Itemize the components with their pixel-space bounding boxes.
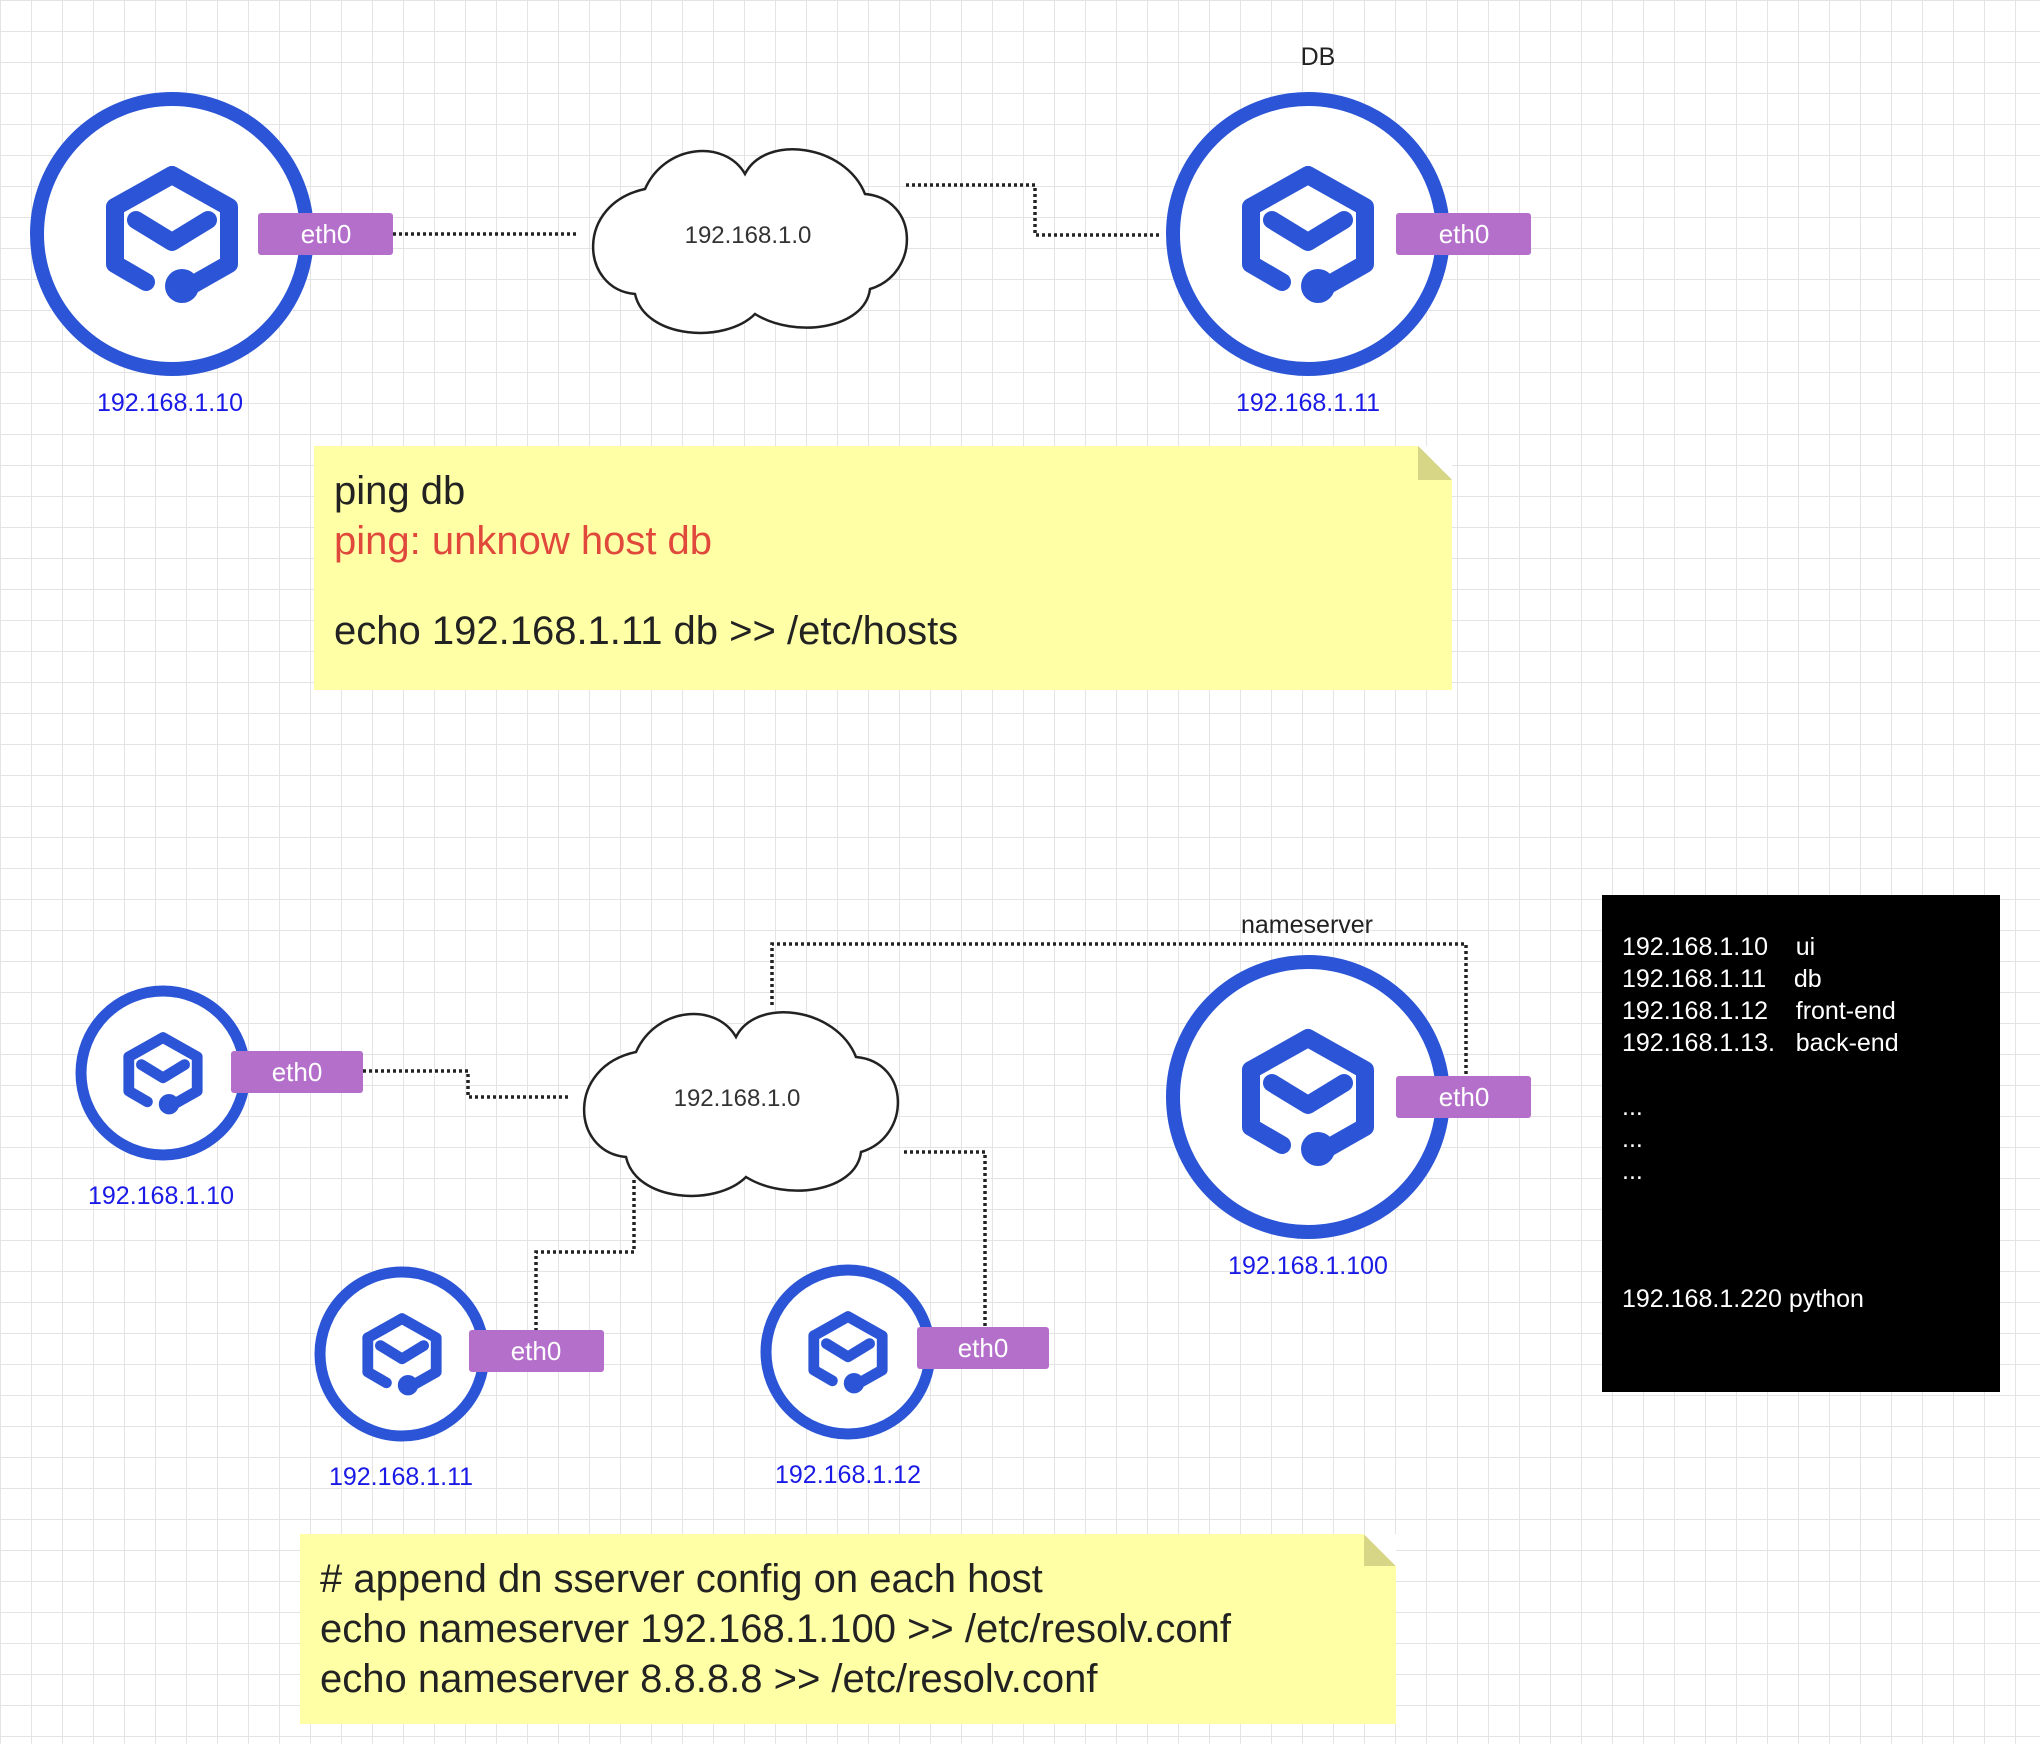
hosts-entry: 192.168.1.11 db [1622,965,1822,993]
host-ip-label: 192.168.1.12 [775,1461,921,1489]
top-network-cloud: 192.168.1.0 [591,148,909,335]
host-ip-label: 192.168.1.11 [1236,389,1380,417]
network-label: 192.168.1.0 [674,1085,801,1112]
eth0-badge [231,1051,363,1093]
eth0-badge [469,1330,604,1372]
hosts-entry [1622,1251,2000,1283]
host-ip-label: 192.168.1.100 [1228,1252,1388,1280]
hosts-entry: 192.168.1.10 ui [1622,933,1816,961]
db-title: DB [1301,43,1336,71]
nameserver-label: nameserver [1241,911,1373,939]
resolv-conf-note: # append dn sserver config on each host … [300,1534,1396,1724]
hosts-entry: ... [1622,1125,1643,1153]
eth0-label: eth0 [958,1333,1009,1363]
bottom-host-11[interactable]: eth0 192.168.1.11 [314,1266,604,1491]
note-line-ping: ping db [334,469,466,513]
bottom-host-10[interactable]: eth0 192.168.1.10 [75,985,363,1210]
bottom-host-12[interactable]: eth0 192.168.1.12 [760,1264,1049,1489]
hosts-entry: 192.168.1.220 python [1622,1285,1864,1313]
host-ip-label: 192.168.1.10 [97,389,243,417]
eth0-badge [1396,1076,1531,1118]
note-line-blank [334,566,1452,606]
link-network-to-host11 [534,1180,636,1330]
hosts-entry [1622,1219,2000,1251]
note-line-nameserver-local: echo nameserver 192.168.1.100 >> /etc/re… [320,1607,1231,1651]
eth0-label: eth0 [511,1336,562,1366]
host-ip-label: 192.168.1.10 [88,1182,234,1210]
link-network-to-nameserver [770,942,1468,1076]
hosts-file-panel: 192.168.1.10 ui 192.168.1.11 db 192.168.… [1602,895,2000,1392]
note-line-comment: # append dn sserver config on each host [320,1557,1043,1601]
hosts-entry: ... [1622,1157,1643,1185]
link-network-to-db [906,183,1162,237]
eth0-label: eth0 [272,1057,323,1087]
hosts-entry: 192.168.1.12 front-end [1622,997,1896,1025]
hosts-entry [1622,1187,2000,1219]
eth0-label: eth0 [1439,219,1490,249]
eth0-badge [1396,213,1531,255]
eth0-label: eth0 [301,219,352,249]
note-line-nameserver-google: echo nameserver 8.8.8.8 >> /etc/resolv.c… [320,1657,1098,1701]
dns-server-host[interactable]: nameserver eth0 192.168.1.100 [1166,911,1531,1280]
ping-hosts-note: ping db ping: unknow host db echo 192.16… [314,446,1452,690]
network-label: 192.168.1.0 [685,222,812,249]
note-fold [1418,446,1452,480]
hosts-entry: ... [1622,1093,1643,1121]
hosts-entry: 192.168.1.13. back-end [1622,1029,1899,1057]
eth0-label: eth0 [1439,1082,1490,1112]
host-ip-label: 192.168.1.11 [329,1463,473,1491]
note-fold [1364,1534,1396,1566]
hosts-entry [1622,1059,2000,1091]
note-line-error: ping: unknow host db [334,519,713,563]
top-left-host[interactable]: eth0 192.168.1.10 [30,92,393,417]
link-host10-to-network [363,1069,568,1099]
eth0-badge [258,213,393,255]
top-db-host[interactable]: DB eth0 192.168.1.11 [1166,43,1531,417]
bottom-network-cloud: 192.168.1.0 [582,1011,900,1198]
eth0-badge [917,1327,1049,1369]
note-line-echo-hosts: echo 192.168.1.11 db >> /etc/hosts [334,609,959,653]
link-network-to-host12 [904,1150,987,1327]
